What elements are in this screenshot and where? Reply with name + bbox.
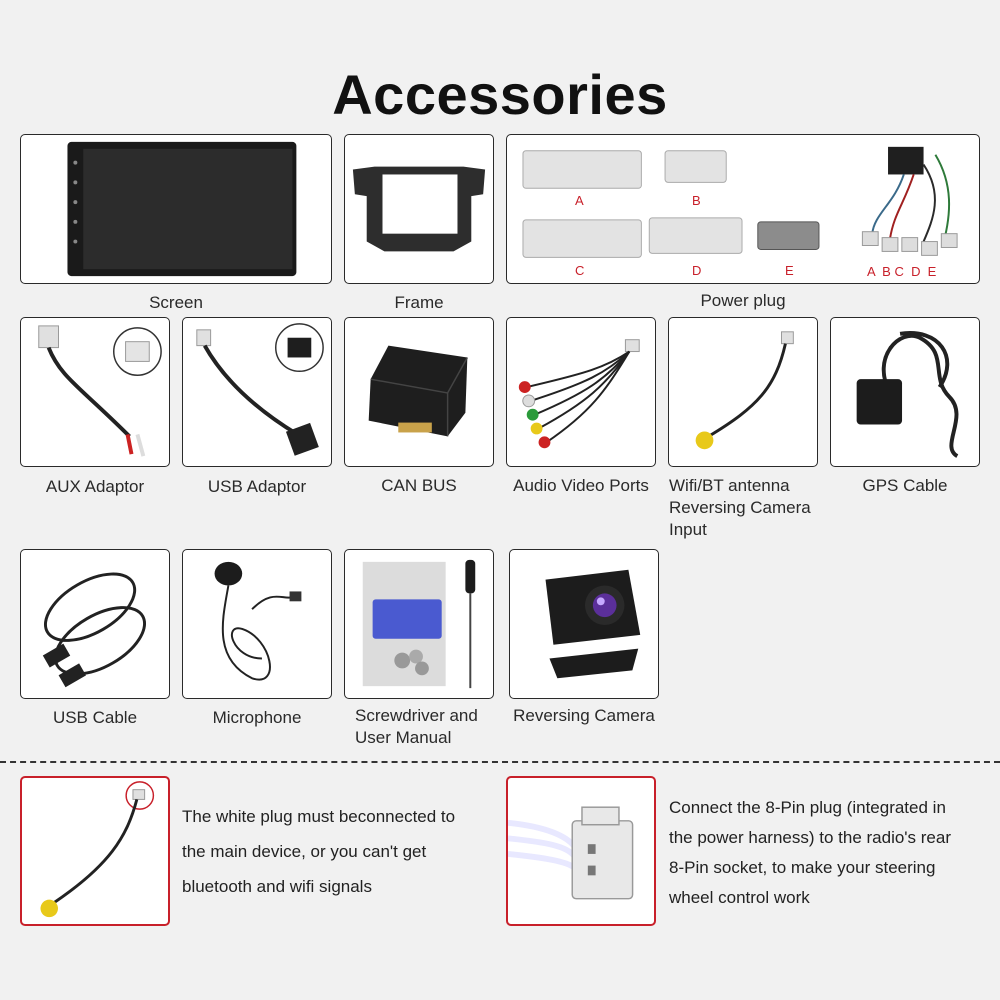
screwdriver-line-2: User Manual xyxy=(355,728,452,747)
screen-image xyxy=(67,141,297,277)
can-bus-image xyxy=(368,345,468,437)
microphone-image xyxy=(214,561,302,681)
wifi-bt-label: Wifi/BT antenna Reversing Camera Input xyxy=(669,475,829,541)
frame-label: Frame xyxy=(394,293,444,312)
harness-labels: A B C D E xyxy=(867,264,937,279)
gps-cable-image xyxy=(856,331,959,458)
plug-c-label: C xyxy=(575,263,585,278)
usb-adaptor-card xyxy=(182,317,332,467)
usb-cable-card xyxy=(20,549,170,699)
power-plug-image xyxy=(522,146,958,258)
section-divider xyxy=(0,761,1000,763)
can-bus-label: CAN BUS xyxy=(381,476,457,495)
white-plug-line-2: the main device, or you can't get xyxy=(182,842,427,861)
can-bus-card xyxy=(344,317,494,467)
microphone-card xyxy=(182,549,332,699)
aux-adaptor-image xyxy=(38,325,162,457)
white-plug-card xyxy=(20,776,170,926)
reversing-camera-label: Reversing Camera xyxy=(513,706,655,725)
wifi-bt-line-2: Reversing Camera xyxy=(669,498,811,517)
wifi-bt-card xyxy=(668,317,818,467)
usb-cable-image xyxy=(42,572,147,688)
plug-a-label: A xyxy=(575,193,584,208)
power-plug-card: A B C D E A B C D E xyxy=(506,134,980,284)
reversing-camera-card xyxy=(509,549,659,699)
audio-video-label: Audio Video Ports xyxy=(513,476,649,495)
eight-pin-line-2: the power harness) to the radio's rear xyxy=(669,828,952,847)
white-plug-note: The white plug must beconnected to the m… xyxy=(182,799,492,904)
eight-pin-image xyxy=(508,806,634,900)
screwdriver-card xyxy=(344,549,494,699)
screen-label: Screen xyxy=(149,293,203,312)
audio-video-card xyxy=(506,317,656,467)
eight-pin-card xyxy=(506,776,656,926)
power-plug-label: Power plug xyxy=(700,291,786,310)
usb-adaptor-image xyxy=(196,323,324,456)
reversing-camera-image xyxy=(545,569,641,679)
gps-cable-card xyxy=(830,317,980,467)
microphone-label: Microphone xyxy=(212,708,302,727)
wifi-bt-line-1: Wifi/BT antenna xyxy=(669,476,790,495)
usb-cable-label: USB Cable xyxy=(52,708,138,727)
frame-image xyxy=(352,166,486,252)
white-plug-line-1: The white plug must beconnected to xyxy=(182,807,456,826)
eight-pin-line-1: Connect the 8-Pin plug (integrated in xyxy=(669,798,946,817)
eight-pin-line-4: wheel control work xyxy=(669,888,810,907)
white-plug-image xyxy=(40,781,155,918)
plug-b-label: B xyxy=(692,193,701,208)
white-plug-line-3: bluetooth and wifi signals xyxy=(182,877,372,896)
wifi-bt-line-3: Input xyxy=(669,520,707,539)
eight-pin-line-3: 8-Pin socket, to make your steering xyxy=(669,858,936,877)
aux-adaptor-card xyxy=(20,317,170,467)
eight-pin-note: Connect the 8-Pin plug (integrated in th… xyxy=(669,793,989,913)
page-title: Accessories xyxy=(332,63,668,126)
wifi-bt-image xyxy=(695,331,794,450)
screwdriver-line-1: Screwdriver and xyxy=(355,706,478,725)
screwdriver-label: Screwdriver and User Manual xyxy=(355,705,505,749)
screen-card xyxy=(20,134,332,284)
screwdriver-image xyxy=(362,559,476,689)
audio-video-image xyxy=(518,339,640,449)
plug-e-label: E xyxy=(785,263,794,278)
plug-d-label: D xyxy=(692,263,702,278)
frame-card xyxy=(344,134,494,284)
aux-adaptor-label: AUX Adaptor xyxy=(45,477,145,496)
usb-adaptor-label: USB Adaptor xyxy=(207,477,307,496)
gps-cable-label: GPS Cable xyxy=(862,476,948,495)
